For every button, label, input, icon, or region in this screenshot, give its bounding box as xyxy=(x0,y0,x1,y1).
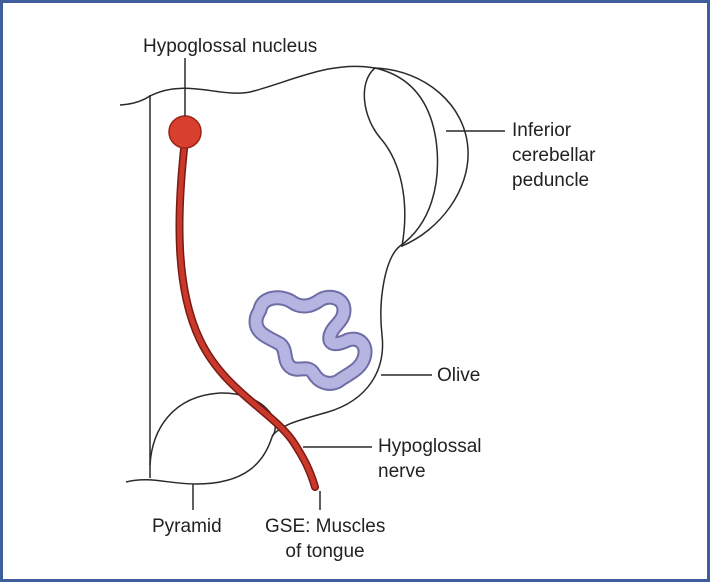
olive-shape-fill xyxy=(256,297,365,383)
hypoglossal-nerve-fiber xyxy=(179,140,315,487)
inferior-cerebellar-peduncle-shape xyxy=(364,68,468,246)
label-pyramid: Pyramid xyxy=(152,514,222,539)
hypoglossal-nucleus-dot xyxy=(169,116,201,148)
label-hypoglossal-nerve: Hypoglossal nerve xyxy=(378,434,482,484)
label-icp-line-1: Inferior xyxy=(512,118,595,143)
label-inferior-cerebellar-peduncle: Inferior cerebellar peduncle xyxy=(512,118,595,193)
label-gse-line-2: of tongue xyxy=(265,539,385,564)
label-gse-muscles-of-tongue: GSE: Muscles of tongue xyxy=(265,514,385,564)
label-olive: Olive xyxy=(437,363,480,388)
label-nerve-line-2: nerve xyxy=(378,459,482,484)
label-gse-line-1: GSE: Muscles xyxy=(265,514,385,539)
outline-stub xyxy=(120,96,150,105)
label-icp-line-3: peduncle xyxy=(512,168,595,193)
label-hypoglossal-nucleus: Hypoglossal nucleus xyxy=(143,34,317,59)
label-nerve-line-1: Hypoglossal xyxy=(378,434,482,459)
label-icp-line-2: cerebellar xyxy=(512,143,595,168)
hypoglossal-nerve-fiber-core xyxy=(179,140,315,487)
